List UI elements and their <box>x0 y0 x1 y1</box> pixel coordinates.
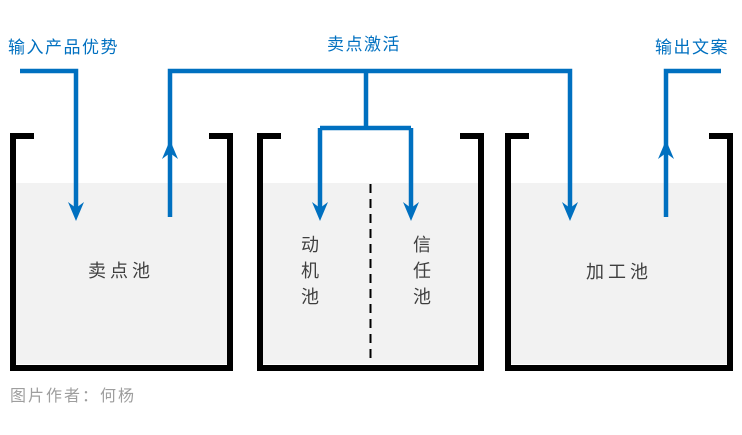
pool-label-motivation: 动 机 池 <box>301 235 319 308</box>
flow-label-activation: 卖点激活 <box>327 35 401 55</box>
arrowhead-down-motivation <box>312 202 328 221</box>
flow-label-output: 输出文案 <box>655 38 729 58</box>
pool-selling-point: 卖点池 <box>10 133 233 371</box>
pool-label-trust-char-2: 任 <box>413 261 431 282</box>
pool-label-motivation-char-1: 动 <box>301 235 319 256</box>
pool-label-motivation-char-3: 池 <box>301 287 319 308</box>
pool-outline <box>257 133 484 371</box>
pool-label-trust: 信 任 池 <box>413 235 431 308</box>
output-flow-line <box>663 68 721 217</box>
arrowhead-down-processing <box>562 202 578 221</box>
arrowhead-up-selling <box>162 140 178 159</box>
input-flow-line <box>20 68 79 210</box>
water-fill <box>263 183 478 364</box>
pool-label-motivation-char-2: 机 <box>301 261 319 282</box>
author-caption: 图片作者：何杨 <box>10 386 136 405</box>
pool-label-selling: 卖点池 <box>88 261 154 282</box>
pool-outline <box>505 133 733 371</box>
water-fill <box>511 183 727 364</box>
pool-label-trust-char-3: 池 <box>413 287 431 308</box>
arrowheads <box>68 140 674 221</box>
pool-processing: 加工池 <box>505 133 733 371</box>
pool-label-processing: 加工池 <box>586 262 652 283</box>
pool-label-trust-char-1: 信 <box>413 235 431 256</box>
water-fill <box>16 183 227 364</box>
arrowhead-up-output <box>658 140 674 159</box>
arrowhead-down-input <box>68 202 84 221</box>
arrowhead-down-trust <box>403 202 419 221</box>
flow-label-input: 输入产品优势 <box>8 38 119 58</box>
pool-outline <box>10 133 233 371</box>
activation-branch-lines <box>317 71 414 210</box>
pool-motivation-trust: 动 机 池 信 任 池 <box>257 133 484 371</box>
